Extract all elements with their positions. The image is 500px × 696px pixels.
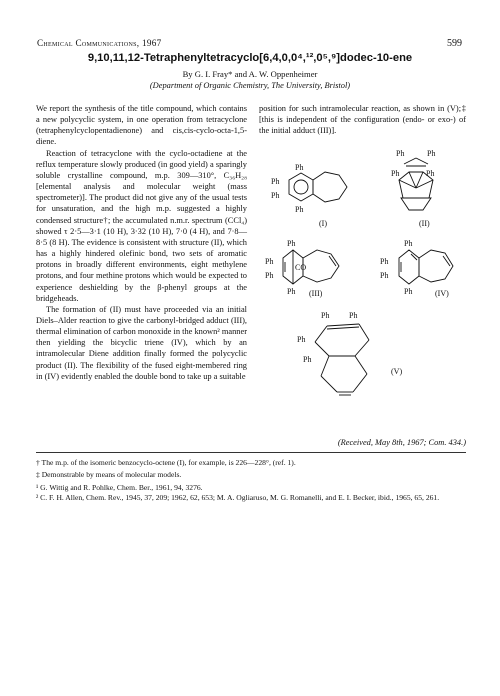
structure-V: Ph Ph Ph Ph (V) (297, 311, 402, 396)
ph-label: Ph (321, 311, 329, 320)
ph-label: Ph (271, 191, 279, 200)
paragraph-continuation: position for such intramolecular reactio… (259, 104, 466, 136)
footnote-double-dagger: ‡ Demonstrable by means of molecular mod… (36, 470, 182, 479)
structure-IV-label: (IV) (435, 289, 449, 298)
ph-label: Ph (303, 355, 311, 364)
ph-label: Ph (295, 205, 303, 214)
received-line: (Received, May 8th, 1967; Com. 434.) (337, 438, 466, 447)
ph-label: Ph (297, 335, 305, 344)
ph-label: Ph (349, 311, 357, 320)
left-column: We report the synthesis of the title com… (36, 103, 247, 382)
paragraph-formation: The formation of (II) must have proceede… (36, 304, 247, 381)
ph-label: Ph (380, 257, 388, 266)
references: ¹ G. Wittig and R. Pohlke, Chem. Ber., 1… (36, 483, 466, 503)
ph-label: Ph (295, 163, 303, 172)
footnote-rule (36, 452, 466, 453)
structure-IV: Ph Ph Ph Ph (IV) (380, 239, 454, 298)
affiliation: (Department of Organic Chemistry, The Un… (149, 81, 351, 90)
ph-label: Ph (404, 287, 412, 296)
co-label: CO (295, 263, 306, 272)
structure-III-label: (III) (309, 289, 323, 298)
running-header: Chemical Communications, 1967 (37, 38, 162, 48)
structure-II: Ph Ph Ph Ph (II) (391, 149, 435, 228)
ph-label: Ph (265, 257, 273, 266)
reference-1: ¹ G. Wittig and R. Pohlke, Chem. Ber., 1… (36, 483, 203, 492)
footnote-dagger: † The m.p. of the isomeric benzocyclo-oc… (36, 458, 296, 467)
ph-label: Ph (427, 149, 435, 158)
ph-label: Ph (426, 169, 434, 178)
reference-2: ² C. F. H. Allen, Chem. Rev., 1945, 37, … (36, 493, 440, 502)
ph-label: Ph (391, 169, 399, 178)
authors: By G. I. Fray* and A. W. Oppenheimer (182, 69, 318, 79)
structure-I-label: (I) (319, 219, 327, 228)
ph-label: Ph (287, 239, 295, 248)
ph-label: Ph (404, 239, 412, 248)
article-title: 9,10,11,12-Tetraphenyltetracyclo[6,4,0,0… (87, 52, 413, 64)
structure-V-label: (V) (391, 367, 402, 376)
paragraph-intro: We report the synthesis of the title com… (36, 104, 247, 147)
structures-figure: Ph Ph Ph Ph (I) Ph Ph Ph Ph (II) CO Ph P… (265, 149, 454, 396)
right-column: position for such intramolecular reactio… (259, 103, 466, 136)
structure-I: Ph Ph Ph Ph (I) (271, 163, 348, 228)
ph-label: Ph (396, 149, 404, 158)
ph-label: Ph (265, 271, 273, 280)
structure-II-label: (II) (419, 219, 430, 228)
structure-III: CO Ph Ph Ph Ph (III) (265, 239, 340, 298)
page-number: 599 (447, 38, 462, 49)
ph-label: Ph (380, 271, 388, 280)
ph-label: Ph (271, 177, 279, 186)
ph-label: Ph (287, 287, 295, 296)
paragraph-reaction: Reaction of tetracyclone with the cyclo-… (36, 148, 247, 303)
